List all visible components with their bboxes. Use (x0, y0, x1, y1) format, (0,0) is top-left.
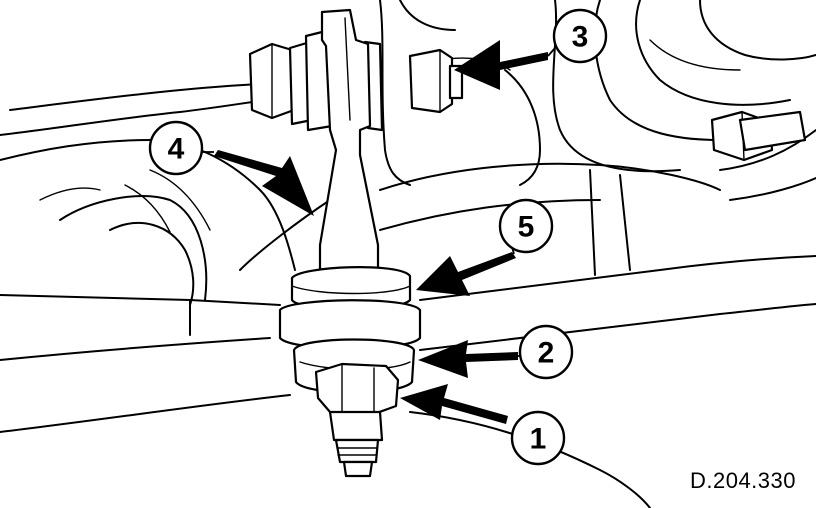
stabilizer-link-rod (318, 8, 380, 272)
callout-3: 3 (552, 8, 608, 64)
callout-5: 5 (498, 198, 554, 254)
callout-label-5: 5 (518, 211, 535, 244)
arrow-callout-2 (418, 340, 518, 378)
lower-nut (314, 362, 400, 478)
arrow-callout-3 (454, 40, 548, 90)
figure-reference-code: D.204.330 (689, 468, 796, 493)
callout-1: 1 (510, 410, 566, 466)
callout-label-3: 3 (572, 21, 589, 54)
callout-label-2: 2 (538, 337, 555, 370)
callout-4: 4 (148, 120, 204, 176)
knuckle-bolt (710, 110, 807, 162)
callout-label-1: 1 (530, 423, 547, 456)
arrow-callout-5 (416, 252, 516, 296)
pointer-arrows (214, 40, 548, 424)
callout-label-4: 4 (168, 133, 185, 166)
callout-2: 2 (518, 324, 574, 380)
arrow-callout-1 (400, 384, 508, 424)
arrow-callout-4 (214, 150, 314, 216)
